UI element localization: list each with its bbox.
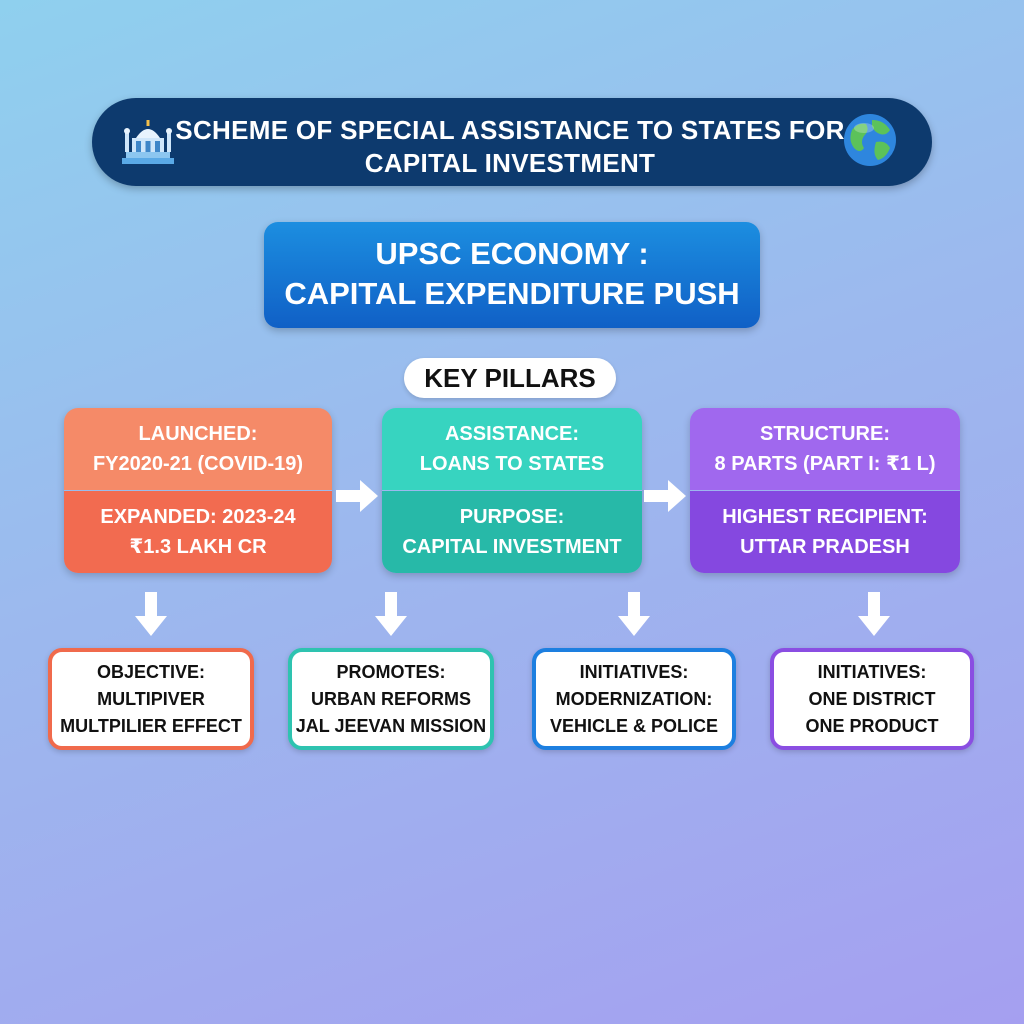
- card-objective: OBJECTIVE: MULTIPIVER MULTPILIER EFFECT: [48, 648, 254, 750]
- arrow-down-icon: [135, 592, 167, 636]
- card-initiatives-modernization: INITIATIVES: MODERNIZATION: VEHICLE & PO…: [532, 648, 736, 750]
- card-line: VEHICLE & POLICE: [549, 715, 719, 736]
- arrow-down-icon: [618, 592, 650, 636]
- card-initiatives-odop: INITIATIVES: ONE DISTRICT ONE PRODUCT: [770, 648, 974, 750]
- pillar-label: LAUNCHED:: [138, 423, 258, 445]
- card-line: ONE PRODUCT: [805, 715, 939, 736]
- card-line: INITIATIVES:: [579, 661, 689, 682]
- pillar-top: ASSISTANCE: LOANS TO STATES: [382, 408, 642, 490]
- pillar-bottom: PURPOSE: CAPITAL INVESTMENT: [382, 491, 642, 573]
- card-line: MULTIPIVER: [97, 688, 205, 709]
- pillar-value: CAPITAL INVESTMENT: [402, 536, 622, 558]
- pillar-label: STRUCTURE:: [760, 423, 890, 445]
- card-line: PROMOTES:: [336, 661, 446, 682]
- card-line: JAL JEEVAN MISSION: [295, 715, 487, 736]
- pillar-structure: STRUCTURE: 8 PARTS (PART I: ₹1 L) HIGHES…: [690, 408, 960, 573]
- pillar-value: FY2020-21 (COVID-19): [92, 453, 304, 475]
- pillar-value: UTTAR PRADESH: [740, 536, 910, 558]
- monument-icon: [122, 120, 174, 164]
- subtitle-line-2: CAPITAL EXPENDITURE PUSH: [284, 276, 740, 311]
- pillar-label: PURPOSE:: [459, 506, 565, 528]
- subtitle-line-1: UPSC ECONOMY :: [375, 236, 649, 271]
- globe-icon: [844, 114, 896, 166]
- pillar-bottom: HIGHEST RECIPIENT: UTTAR PRADESH: [690, 491, 960, 573]
- arrow-right-icon: [336, 480, 378, 512]
- arrow-right-icon: [644, 480, 686, 512]
- subtitle: UPSC ECONOMY : CAPITAL EXPENDITURE PUSH: [264, 234, 760, 314]
- card-promotes: PROMOTES: URBAN REFORMS JAL JEEVAN MISSI…: [288, 648, 494, 750]
- page-title: SCHEME OF SPECIAL ASSISTANCE TO STATES F…: [150, 114, 870, 180]
- key-pillars-label: KEY PILLARS: [404, 358, 616, 398]
- arrow-down-icon: [858, 592, 890, 636]
- card-line: ONE DISTRICT: [808, 688, 936, 709]
- pillar-label: HIGHEST RECIPIENT:: [722, 506, 928, 528]
- pillar-assistance: ASSISTANCE: LOANS TO STATES PURPOSE: CAP…: [382, 408, 642, 573]
- title-bar: [92, 98, 932, 186]
- arrow-down-icon: [375, 592, 407, 636]
- title-line-1: SCHEME OF SPECIAL ASSISTANCE TO STATES F…: [175, 115, 845, 145]
- card-line: URBAN REFORMS: [311, 688, 471, 709]
- pillar-value: ₹1.3 LAKH CR: [129, 536, 267, 558]
- card-line: MULTPILIER EFFECT: [60, 715, 242, 736]
- subtitle-box: [264, 222, 760, 328]
- pillar-value: LOANS TO STATES: [419, 453, 605, 475]
- pillar-top: LAUNCHED: FY2020-21 (COVID-19): [64, 408, 332, 490]
- card-line: MODERNIZATION:: [555, 688, 713, 709]
- pillar-label: ASSISTANCE:: [444, 423, 580, 445]
- title-line-2: CAPITAL INVESTMENT: [364, 148, 656, 178]
- pillar-label: EXPANDED: 2023-24: [100, 506, 296, 528]
- pillar-bottom: EXPANDED: 2023-24 ₹1.3 LAKH CR: [64, 491, 332, 573]
- pillar-value: 8 PARTS (PART I: ₹1 L): [714, 453, 936, 475]
- pillar-top: STRUCTURE: 8 PARTS (PART I: ₹1 L): [690, 408, 960, 490]
- card-line: INITIATIVES:: [817, 661, 927, 682]
- card-line: OBJECTIVE:: [96, 661, 206, 682]
- pillar-launch: LAUNCHED: FY2020-21 (COVID-19) EXPANDED:…: [64, 408, 332, 573]
